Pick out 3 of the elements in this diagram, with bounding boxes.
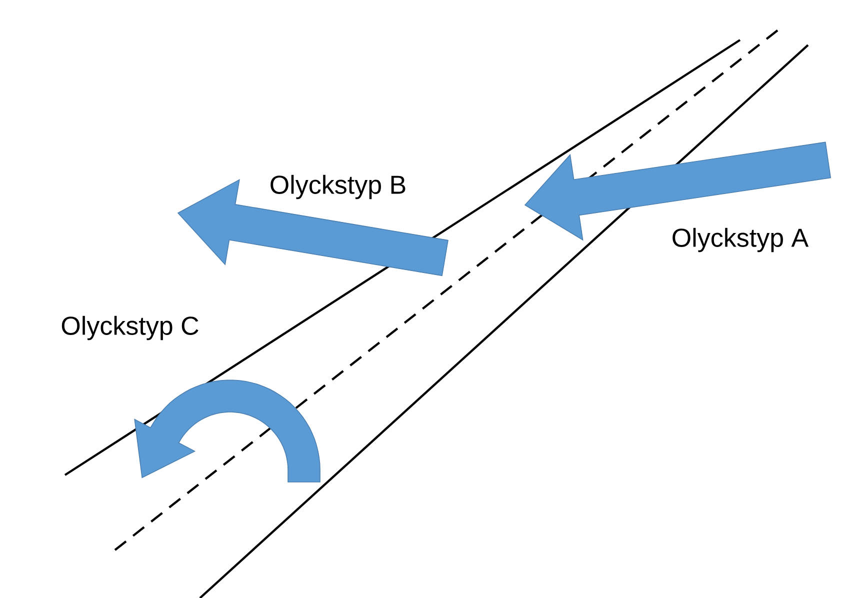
arrow-label: Olyckstyp B xyxy=(270,174,406,200)
arrow-label: Olyckstyp C xyxy=(62,316,198,340)
arrow-label: Olyckstyp A xyxy=(672,228,809,252)
